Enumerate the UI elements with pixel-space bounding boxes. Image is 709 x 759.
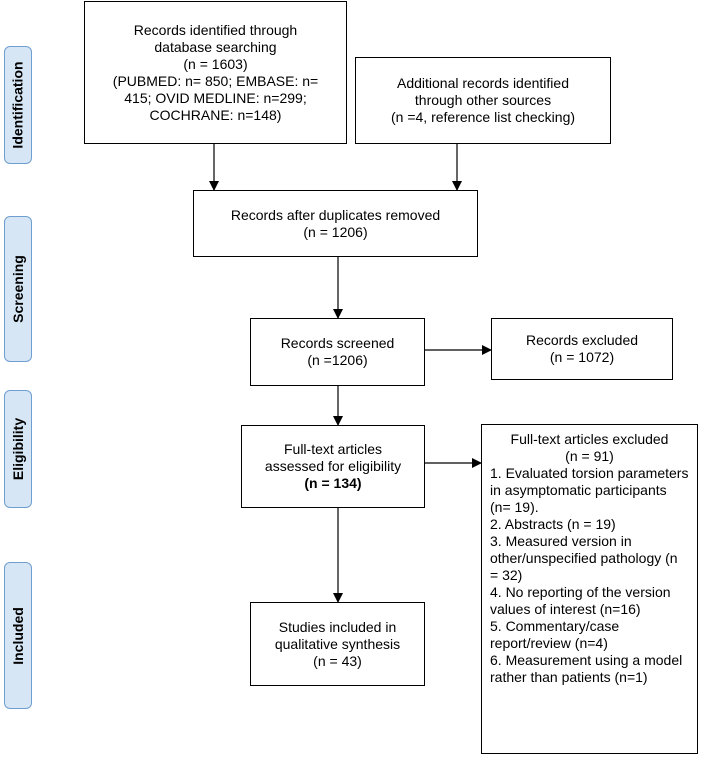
exclusion-reason: 2. Abstracts (n = 19) [490, 516, 616, 532]
text-line: 415; OVID MEDLINE: n=299; [124, 89, 307, 106]
exclusion-reason: 3. Measured version in other/unspecified… [490, 533, 678, 583]
text-line: assessed for eligibility [264, 458, 402, 474]
text-line: (n = 43) [313, 652, 362, 669]
exclusion-reason: 5. Commentary/case report/review (n=4) [490, 618, 620, 651]
text-line: Records screened [280, 335, 395, 351]
text-line: Studies included in [278, 618, 397, 635]
box-fulltext-excluded: Full-text articles excluded (n = 91) 1. … [481, 424, 698, 754]
text-line: Records after duplicates removed [230, 206, 441, 223]
text-line: (n =4, reference list checking) [390, 109, 576, 125]
box-fulltext-assessed: Full-text articles assessed for eligibil… [241, 425, 425, 508]
text-line: (n = 1072) [549, 349, 615, 365]
text-line: qualitative synthesis [274, 635, 401, 652]
text-line: Additional records identified [397, 75, 569, 91]
text-line: (n = 1206) [303, 223, 368, 240]
box-additional-records: Additional records identified through ot… [355, 57, 611, 144]
fulltext-count: (n = 134) [304, 475, 362, 491]
box-studies-included: Studies included in qualitative synthesi… [250, 602, 425, 686]
exclusion-reason: 4. No reporting of the version values of… [490, 584, 671, 617]
text-line: (n = 1603) [183, 55, 248, 72]
box-duplicates-removed: Records after duplicates removed (n = 12… [193, 190, 478, 257]
fulltext-excluded-count: (n = 91) [565, 448, 614, 464]
text-line: Full-text articles [283, 441, 383, 457]
box-records-screened: Records screened (n =1206) [250, 318, 425, 386]
text-line: (PUBMED: n= 850; EMBASE: n= [112, 72, 319, 89]
text-line: database searching [154, 38, 277, 55]
stage-included: Included [4, 562, 32, 709]
text-line: COCHRANE: n=148) [149, 106, 282, 123]
text-line: through other sources [414, 92, 552, 108]
text-line: Records excluded [525, 332, 639, 348]
text-line: Records identified through [133, 21, 298, 38]
stage-identification: Identification [4, 46, 32, 164]
text-line: (n =1206) [307, 352, 368, 368]
fulltext-excluded-title: Full-text articles excluded [510, 431, 669, 447]
exclusion-reason: 6. Measurement using a model rather than… [490, 652, 683, 685]
stage-eligibility: Eligibility [4, 390, 32, 508]
exclusion-reason: 1. Evaluated torsion parameters in asymp… [490, 465, 689, 515]
box-database-records: Records identified through database sear… [84, 1, 347, 144]
box-records-excluded: Records excluded (n = 1072) [491, 318, 673, 380]
stage-screening: Screening [4, 216, 32, 362]
